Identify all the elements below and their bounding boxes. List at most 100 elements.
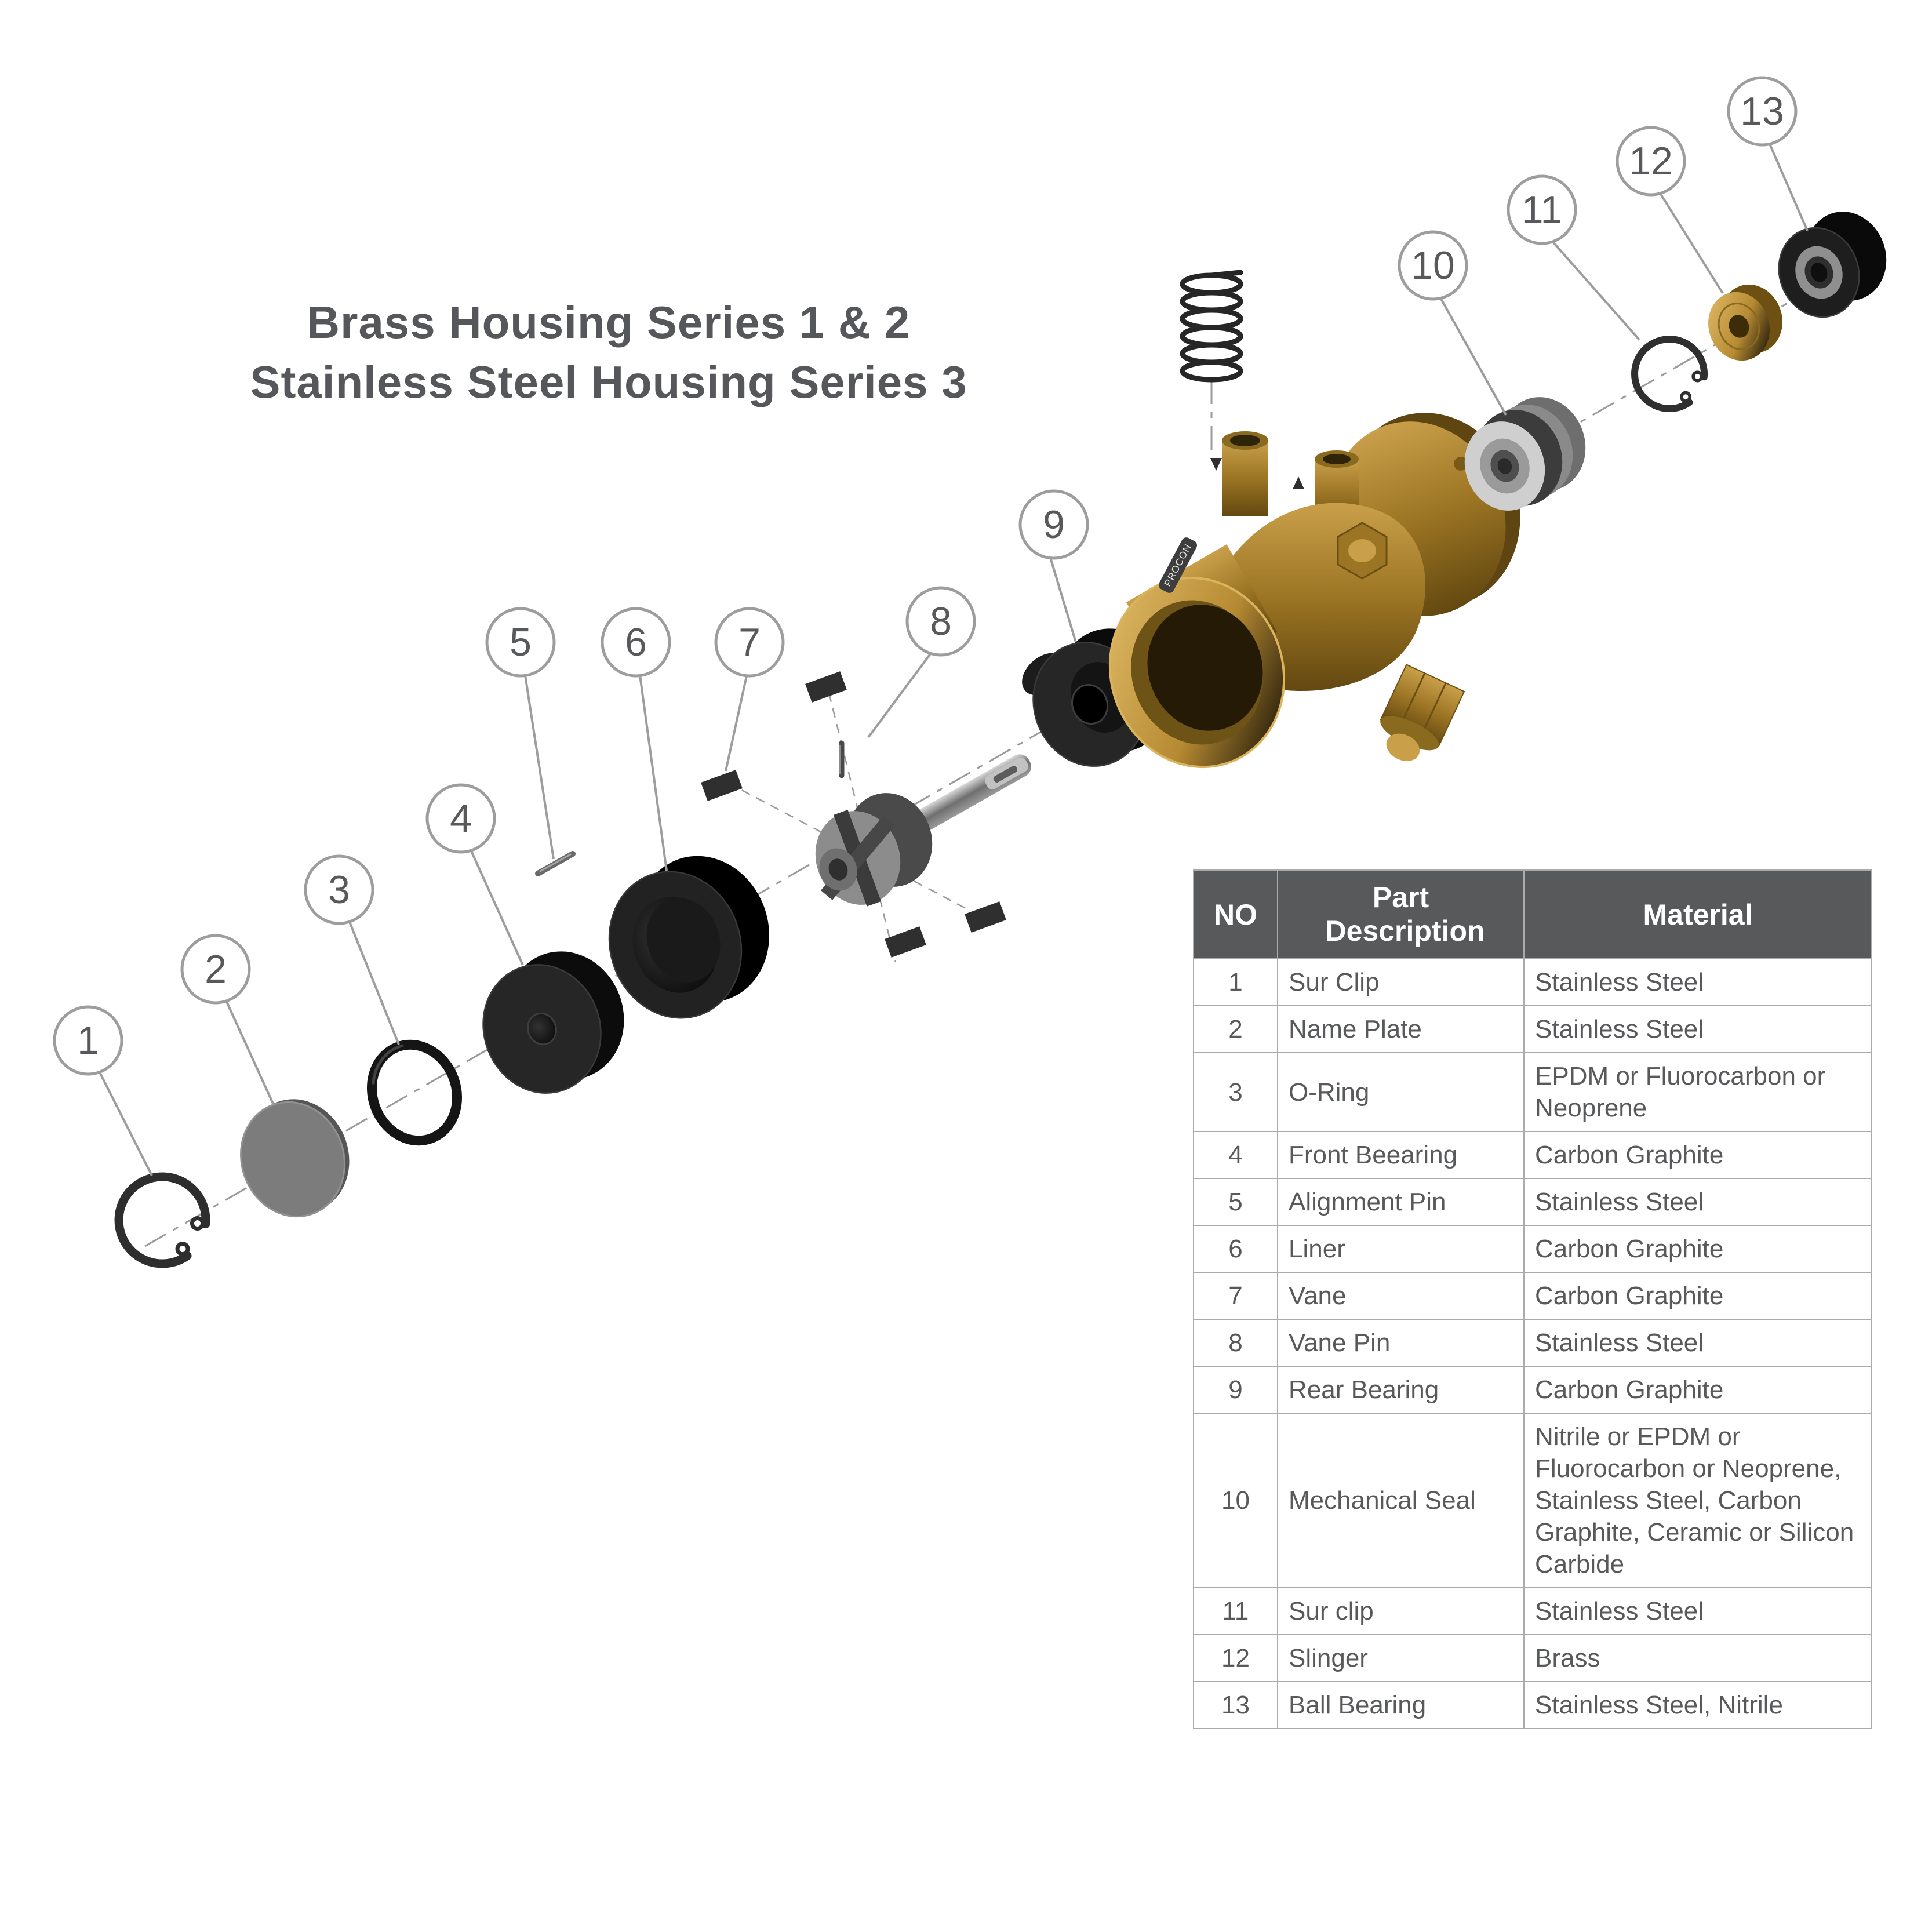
- alignment-pin-part: [535, 851, 576, 876]
- cell-material: Stainless Steel: [1523, 1587, 1872, 1635]
- table-row: 8 Vane Pin Stainless Steel: [1193, 1319, 1872, 1367]
- cell-material: Stainless Steel: [1523, 1319, 1872, 1367]
- svg-text:11: 11: [1522, 188, 1563, 232]
- cell-part: Sur Clip: [1277, 958, 1525, 1006]
- cell-no: 13: [1193, 1681, 1278, 1729]
- table-row: 5 Alignment Pin Stainless Steel: [1193, 1178, 1872, 1226]
- name-plate-part: [240, 1099, 350, 1218]
- cell-part: Liner: [1277, 1225, 1525, 1273]
- callout-2: 2: [180, 934, 275, 1105]
- callout-4: 4: [425, 783, 524, 966]
- cell-part: O-Ring: [1277, 1052, 1525, 1132]
- table-header-row: NO Part Description Material: [1193, 869, 1872, 959]
- svg-text:7: 7: [738, 620, 761, 664]
- svg-text:4: 4: [450, 796, 472, 841]
- table-row: 7 Vane Carbon Graphite: [1193, 1272, 1872, 1320]
- parts-table: NO Part Description Material 1 Sur Clip …: [1193, 869, 1872, 1729]
- svg-text:3: 3: [328, 868, 350, 912]
- table-row: 9 Rear Bearing Carbon Graphite: [1193, 1366, 1872, 1414]
- vane-parts: [701, 671, 1006, 958]
- callout-5: 5: [485, 607, 556, 860]
- cell-no: 6: [1193, 1225, 1278, 1273]
- table-row: 4 Front Beearing Carbon Graphite: [1193, 1131, 1872, 1179]
- cell-part: Slinger: [1277, 1634, 1525, 1682]
- front-bearing-part: [482, 951, 624, 1094]
- cell-no: 1: [1193, 958, 1278, 1006]
- diagram-title: Brass Housing Series 1 & 2 Stainless Ste…: [174, 293, 1043, 412]
- cell-no: 4: [1193, 1131, 1278, 1179]
- cell-material: Stainless Steel, Nitrile: [1523, 1681, 1872, 1729]
- cell-part: Sur clip: [1277, 1587, 1525, 1635]
- cell-part: Rear Bearing: [1277, 1366, 1525, 1414]
- housing-part: PROCON: [1108, 413, 1520, 769]
- cell-no: 3: [1193, 1052, 1278, 1132]
- cell-no: 9: [1193, 1366, 1278, 1414]
- liner-part: [608, 856, 769, 1019]
- cell-material: Nitrile or EPDM or Fluorocarbon or Neopr…: [1523, 1413, 1872, 1588]
- callout-11: 11: [1507, 174, 1640, 341]
- callout-3: 3: [304, 854, 400, 1045]
- table-row: 1 Sur Clip Stainless Steel: [1193, 958, 1872, 1006]
- callout-6: 6: [601, 607, 671, 871]
- housing-hex-fitting-part: [1380, 664, 1465, 761]
- cell-material: Brass: [1523, 1634, 1872, 1682]
- svg-text:13: 13: [1740, 89, 1784, 133]
- table-row: 6 Liner Carbon Graphite: [1193, 1225, 1872, 1273]
- cell-no: 8: [1193, 1319, 1278, 1367]
- callout-7: 7: [714, 607, 785, 772]
- o-ring-part: [366, 1039, 463, 1146]
- svg-text:8: 8: [930, 599, 952, 643]
- cell-material: Stainless Steel: [1523, 1178, 1872, 1226]
- cell-part: Front Beearing: [1277, 1131, 1525, 1179]
- callout-9: 9: [1018, 489, 1089, 643]
- housing-plug-part: [1337, 522, 1388, 580]
- cell-part: Vane Pin: [1277, 1319, 1525, 1367]
- cell-no: 11: [1193, 1587, 1278, 1635]
- table-row: 13 Ball Bearing Stainless Steel, Nitrile: [1193, 1681, 1872, 1729]
- title-line-2: Stainless Steel Housing Series 3: [250, 356, 967, 407]
- cell-part: Mechanical Seal: [1277, 1413, 1525, 1588]
- flow-arrow-icon: [1210, 458, 1222, 471]
- callout-12: 12: [1616, 126, 1724, 294]
- cell-material: Carbon Graphite: [1523, 1225, 1872, 1273]
- cell-part: Name Plate: [1277, 1005, 1525, 1053]
- cell-no: 5: [1193, 1178, 1278, 1226]
- slinger-part: [1708, 284, 1782, 361]
- callout-1: 1: [53, 1005, 153, 1176]
- table-row: 11 Sur clip Stainless Steel: [1193, 1587, 1872, 1635]
- title-line-1: Brass Housing Series 1 & 2: [307, 297, 911, 348]
- cell-part: Alignment Pin: [1277, 1178, 1525, 1226]
- cell-no: 2: [1193, 1005, 1278, 1053]
- svg-text:5: 5: [510, 620, 532, 664]
- ball-bearing-part: [1778, 212, 1887, 318]
- svg-text:10: 10: [1411, 243, 1455, 288]
- vane-pin-part: [839, 740, 845, 778]
- mechanical-seal-part: [1464, 397, 1586, 511]
- callout-8: 8: [867, 586, 976, 738]
- callout-10: 10: [1398, 230, 1507, 416]
- svg-text:1: 1: [77, 1018, 99, 1063]
- spring-part: [1180, 270, 1243, 383]
- cell-material: EPDM or Fluorocarbon or Neoprene: [1523, 1052, 1872, 1132]
- table-row: 12 Slinger Brass: [1193, 1634, 1872, 1682]
- callout-13: 13: [1727, 76, 1809, 231]
- sur-clip-rear-part: [1631, 336, 1708, 412]
- cell-no: 10: [1193, 1413, 1278, 1588]
- flow-arrow-icon: [1293, 476, 1304, 489]
- table-row: 10 Mechanical Seal Nitrile or EPDM or Fl…: [1193, 1413, 1872, 1588]
- table-row: 2 Name Plate Stainless Steel: [1193, 1005, 1872, 1053]
- cell-no: 12: [1193, 1634, 1278, 1682]
- cell-part: Vane: [1277, 1272, 1525, 1320]
- cell-material: Carbon Graphite: [1523, 1131, 1872, 1179]
- header-no: NO: [1193, 869, 1278, 959]
- header-material: Material: [1523, 869, 1872, 959]
- header-part: Part Description: [1277, 869, 1525, 959]
- cell-material: Stainless Steel: [1523, 958, 1872, 1006]
- svg-text:12: 12: [1629, 139, 1673, 183]
- sur-clip-front-part: [114, 1172, 210, 1268]
- table-row: 3 O-Ring EPDM or Fluorocarbon or Neopren…: [1193, 1052, 1872, 1132]
- svg-text:6: 6: [625, 620, 647, 664]
- cell-material: Stainless Steel: [1523, 1005, 1872, 1053]
